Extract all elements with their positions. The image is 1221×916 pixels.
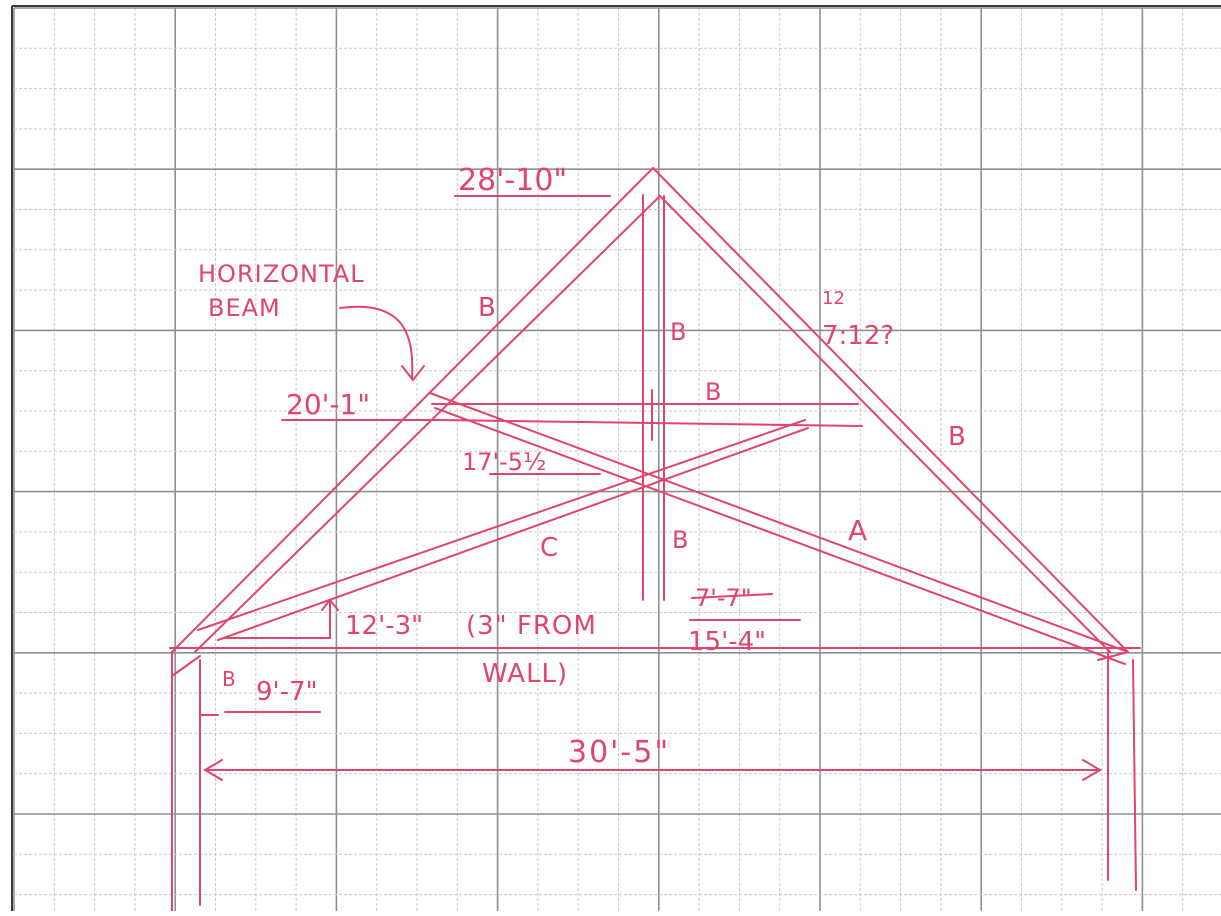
member-b-label-king-post-lower: B — [672, 526, 688, 554]
member-c-lower-line — [217, 427, 809, 641]
struck-value-label: 7'-7" — [695, 584, 752, 612]
member-a-label: A — [848, 514, 867, 547]
right-wall-outer-line — [1132, 659, 1137, 891]
low-height-label: 12'-3" — [345, 611, 423, 641]
pitch-label: 7:12? — [822, 321, 894, 351]
member-b-label-horizontal-beam: B — [705, 378, 721, 406]
wall-offset-note-line-2: WALL) — [482, 659, 568, 689]
span-label: 30'-5" — [568, 735, 670, 770]
grid-lines — [13, 7, 1221, 911]
apex-height-label: 28'-10" — [458, 163, 567, 198]
member-b-label-right-rafter: B — [948, 422, 966, 452]
left-rafter-inner-line — [194, 195, 661, 653]
right-rafter-outer-line — [652, 167, 1129, 653]
left-wall-corner — [171, 655, 201, 677]
member-a-lower-line — [434, 407, 1126, 665]
strike-through-line — [691, 593, 773, 599]
member-b-label-king-post-upper: B — [670, 318, 686, 346]
left-rafter-outer-line — [171, 167, 654, 653]
horizontal-beam-label-line-1: HORIZONTAL — [198, 260, 365, 288]
beam-height-label: 20'-1" — [286, 388, 370, 421]
right-rafter-inner-line — [659, 195, 1111, 653]
member-b-label-left-rafter: B — [478, 293, 496, 323]
wall-offset-note-line-1: (3" FROM — [466, 611, 597, 641]
post-height-label: 15'-4" — [688, 627, 766, 657]
brace-height-label: 17'-5½ — [462, 448, 546, 476]
span-right-arrowhead — [1082, 759, 1102, 781]
wall-height-label: 9'-7" — [256, 677, 318, 707]
span-left-arrowhead — [203, 759, 223, 781]
horizontal-beam-label-line-2: BEAM — [208, 294, 281, 322]
member-b-label-wall-bracket: B — [222, 667, 236, 691]
horizontal-beam-callout-arrowhead — [401, 365, 425, 382]
member-c-label: C — [540, 533, 558, 563]
low-height-arrow — [321, 598, 339, 639]
left-wall-bracket — [199, 689, 219, 716]
pitch-top-label: 12 — [822, 288, 845, 309]
horizontal-beam-callout-arrow — [339, 305, 414, 379]
member-c-upper-line — [197, 419, 806, 631]
member-a-upper-line — [429, 392, 1129, 653]
right-wall-corner — [1097, 651, 1129, 661]
